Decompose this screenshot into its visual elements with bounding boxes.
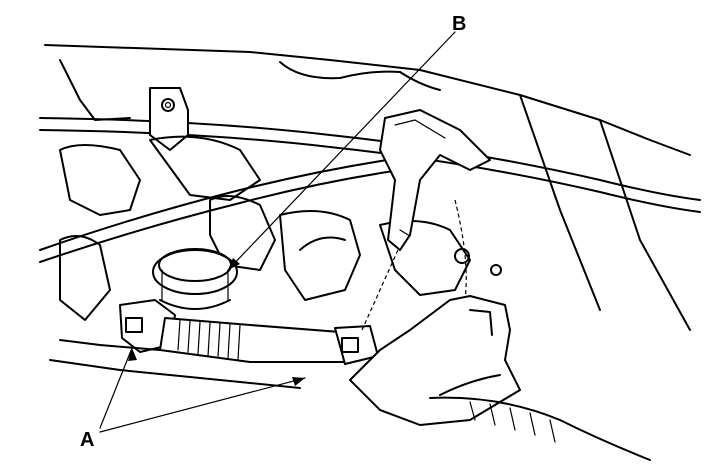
sensor-component bbox=[152, 248, 238, 310]
upper-cable bbox=[39, 117, 701, 213]
callout-a-arrowhead-2 bbox=[292, 377, 305, 386]
left-bracket bbox=[149, 87, 189, 151]
harness-bracket bbox=[379, 109, 491, 251]
callout-a-leader-2 bbox=[99, 377, 306, 433]
callout-b-leader bbox=[227, 31, 456, 271]
lower-hose bbox=[429, 396, 651, 461]
hand-outline bbox=[349, 295, 521, 426]
corrugated-harness bbox=[159, 317, 346, 363]
callout-a-label: A bbox=[80, 429, 94, 451]
body-panel bbox=[44, 44, 691, 331]
lower-frame bbox=[49, 339, 301, 389]
callout-b-label: B bbox=[452, 13, 466, 35]
callout-a-arrowhead-1 bbox=[128, 348, 137, 361]
callout-a-leader-1 bbox=[99, 347, 133, 429]
callout-b-arrowhead bbox=[228, 258, 240, 270]
engine-components bbox=[59, 135, 502, 321]
diagonal-harness bbox=[39, 157, 401, 263]
dashed-leader-lines bbox=[361, 199, 467, 331]
